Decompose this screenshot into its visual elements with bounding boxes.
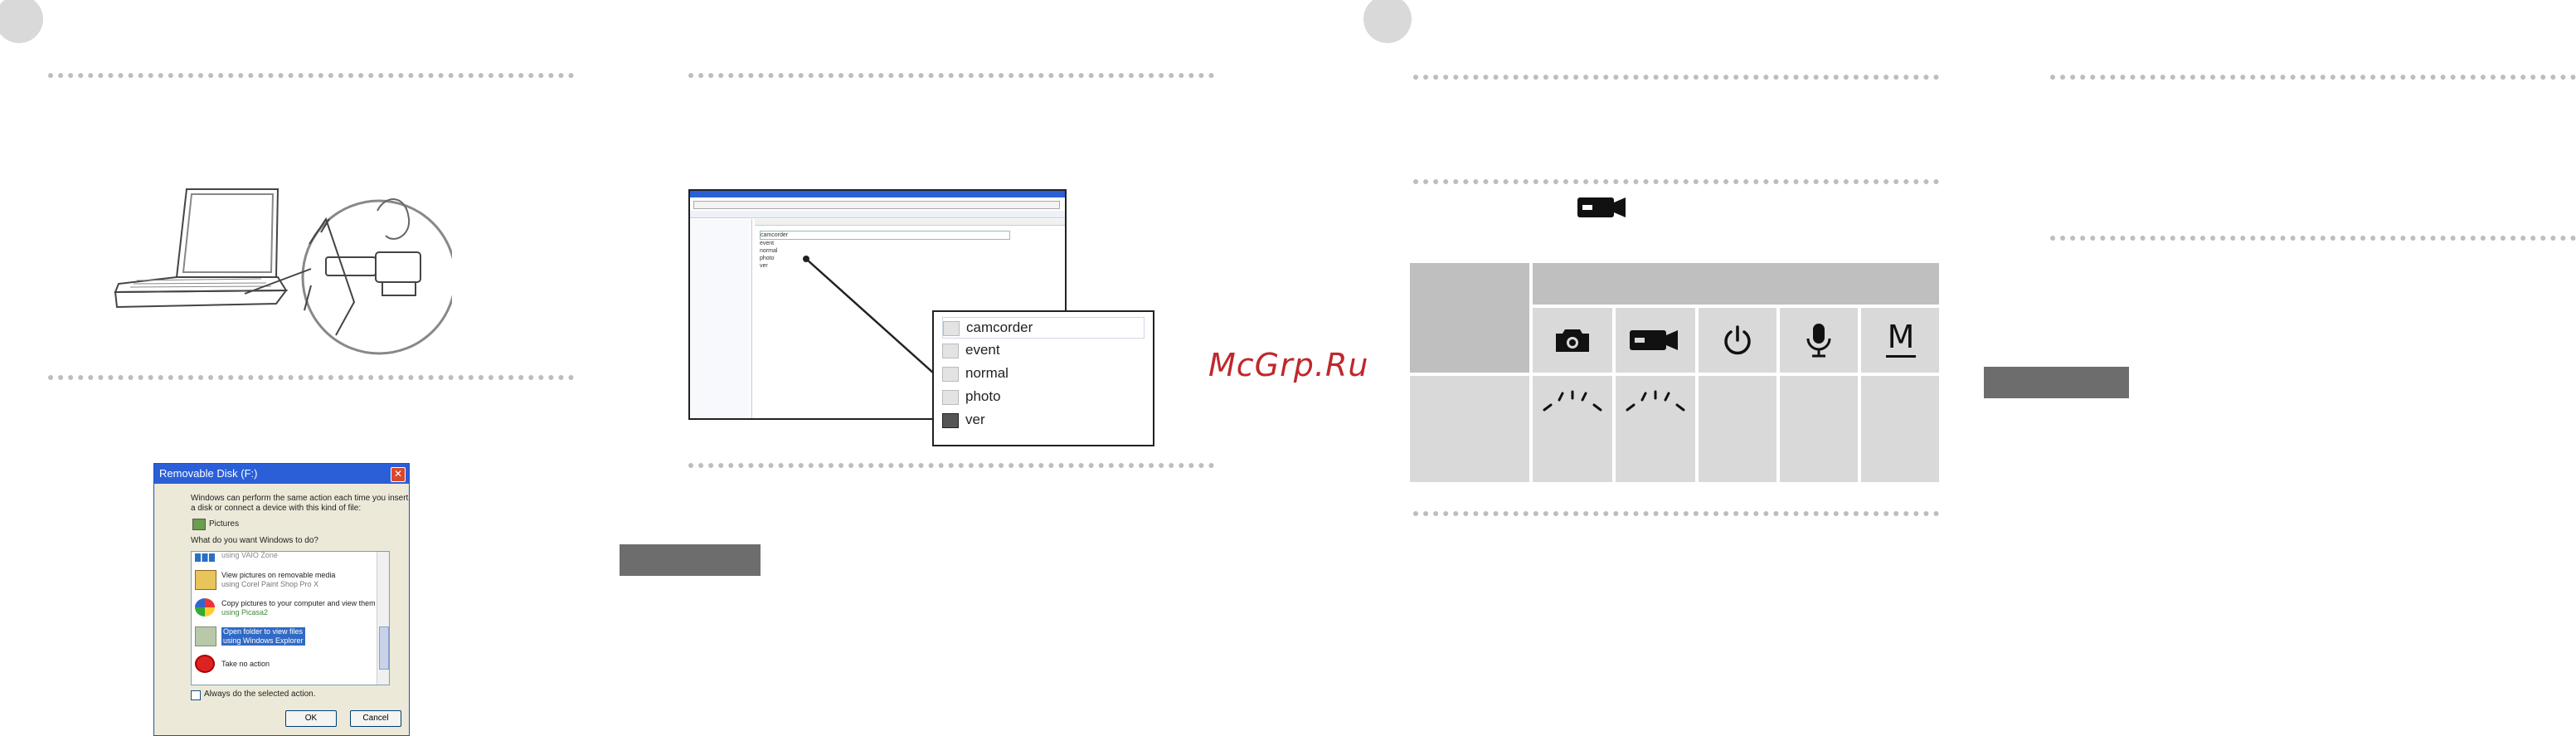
laptop-usb-illustration [114, 188, 452, 355]
callout-folder[interactable]: normal [942, 363, 1009, 383]
action-list: using VAIO Zone View pictures on removab… [191, 551, 390, 685]
table-corner-cell [1410, 263, 1529, 373]
folder-item[interactable]: event [760, 241, 775, 246]
folder-label: photo [965, 388, 1001, 404]
status-cell [1861, 376, 1939, 482]
camera-icon [1556, 329, 1589, 352]
blink-indicator-icon [1543, 390, 1602, 412]
folder-icon [195, 626, 216, 646]
divider [1413, 75, 1939, 80]
option-sublabel: using Corel Paint Shop Pro X [221, 580, 319, 588]
vaio-icon [195, 553, 215, 562]
pictures-icon [192, 519, 206, 530]
scroll-thumb[interactable] [379, 626, 389, 670]
option-label: Take no action [221, 660, 270, 668]
section-tab-bar [1984, 367, 2129, 398]
option-sublabel: using Windows Explorer [223, 636, 304, 645]
option-label: using VAIO Zone [221, 551, 278, 559]
folder-item[interactable]: photo [760, 256, 775, 261]
folder-item[interactable]: ver [760, 263, 768, 269]
divider [1413, 511, 1939, 516]
table-header-span [1533, 263, 1939, 305]
memory-icon: M [1884, 319, 1917, 358]
cancel-button[interactable]: Cancel [350, 710, 401, 727]
content-type-label: Pictures [209, 519, 240, 529]
folder-icon [943, 320, 960, 336]
folder-icon [942, 366, 959, 382]
folder-label: ver [965, 412, 985, 427]
option-sublabel: using Picasa2 [221, 608, 269, 617]
ok-button[interactable]: OK [285, 710, 337, 727]
title-bar [690, 191, 1065, 197]
camcorder-icon [1577, 197, 1626, 217]
folder-icon [942, 389, 959, 405]
address-bar[interactable] [693, 201, 1060, 209]
folder-label: camcorder [966, 319, 1033, 335]
paint-shop-icon [195, 570, 216, 590]
callout-file[interactable]: ver [942, 410, 985, 430]
microphone-icon [1806, 324, 1831, 358]
camcorder-icon [1630, 330, 1678, 350]
dialog-title: Removable Disk (F:) [154, 464, 409, 484]
option-label: View pictures on removable media [221, 571, 336, 579]
callout-folder[interactable]: photo [942, 387, 1001, 407]
dialog-intro-line2: a disk or connect a device with this kin… [191, 504, 362, 513]
status-cell [1780, 376, 1858, 482]
always-checkbox[interactable] [191, 690, 201, 700]
toolbar [690, 211, 1065, 218]
list-item[interactable]: Take no action [195, 653, 377, 678]
divider [688, 463, 1214, 468]
callout-folder[interactable]: camcorder [942, 317, 1145, 339]
folder-item[interactable]: normal [760, 248, 778, 254]
app-icon [942, 412, 959, 428]
section-marker-right [1363, 0, 1412, 43]
memory-icon-glyph: M [1887, 319, 1915, 355]
power-icon [1724, 325, 1751, 355]
navigation-pane [690, 219, 752, 418]
watermark: McGrp.Ru [1208, 347, 1369, 383]
list-item[interactable]: using VAIO Zone [195, 551, 377, 573]
divider [48, 73, 574, 78]
scrollbar[interactable] [377, 552, 389, 685]
always-checkbox-label: Always do the selected action. [204, 690, 316, 699]
divider [688, 73, 1214, 78]
list-item[interactable]: Copy pictures to your computer and view … [195, 597, 377, 621]
blink-indicator-icon [1626, 390, 1685, 412]
callout-line [803, 256, 935, 374]
divider [48, 375, 574, 380]
table-row-label [1410, 376, 1529, 482]
divider [2050, 236, 2576, 241]
dialog-question: What do you want Windows to do? [191, 536, 318, 545]
folder-label: normal [965, 365, 1009, 381]
picasa-icon [195, 598, 215, 617]
option-label: Copy pictures to your computer and view … [221, 599, 376, 607]
dialog-intro-line1: Windows can perform the same action each… [191, 494, 409, 503]
explorer-window: camcorder event normal photo ver [688, 189, 1067, 420]
status-cell [1699, 376, 1776, 482]
memory-underline [1886, 355, 1916, 358]
folder-item[interactable]: camcorder [760, 231, 1010, 240]
option-label: Open folder to view files [223, 627, 304, 636]
folder-callout: camcorder event normal photo ver [932, 310, 1154, 446]
divider [2050, 75, 2576, 80]
section-marker-left [0, 0, 43, 43]
callout-folder[interactable]: event [942, 340, 1000, 360]
section-tab-bar [620, 544, 761, 576]
divider [1413, 179, 1939, 184]
folder-icon [942, 343, 959, 358]
autoplay-dialog: Removable Disk (F:) ✕ Windows can perfor… [153, 463, 410, 736]
no-action-icon [195, 655, 215, 673]
file-list: camcorder event normal photo ver [760, 231, 1010, 270]
column-headers [755, 219, 1065, 226]
folder-label: event [965, 342, 1000, 358]
icon-cell [1861, 308, 1939, 373]
close-button[interactable]: ✕ [391, 467, 406, 482]
